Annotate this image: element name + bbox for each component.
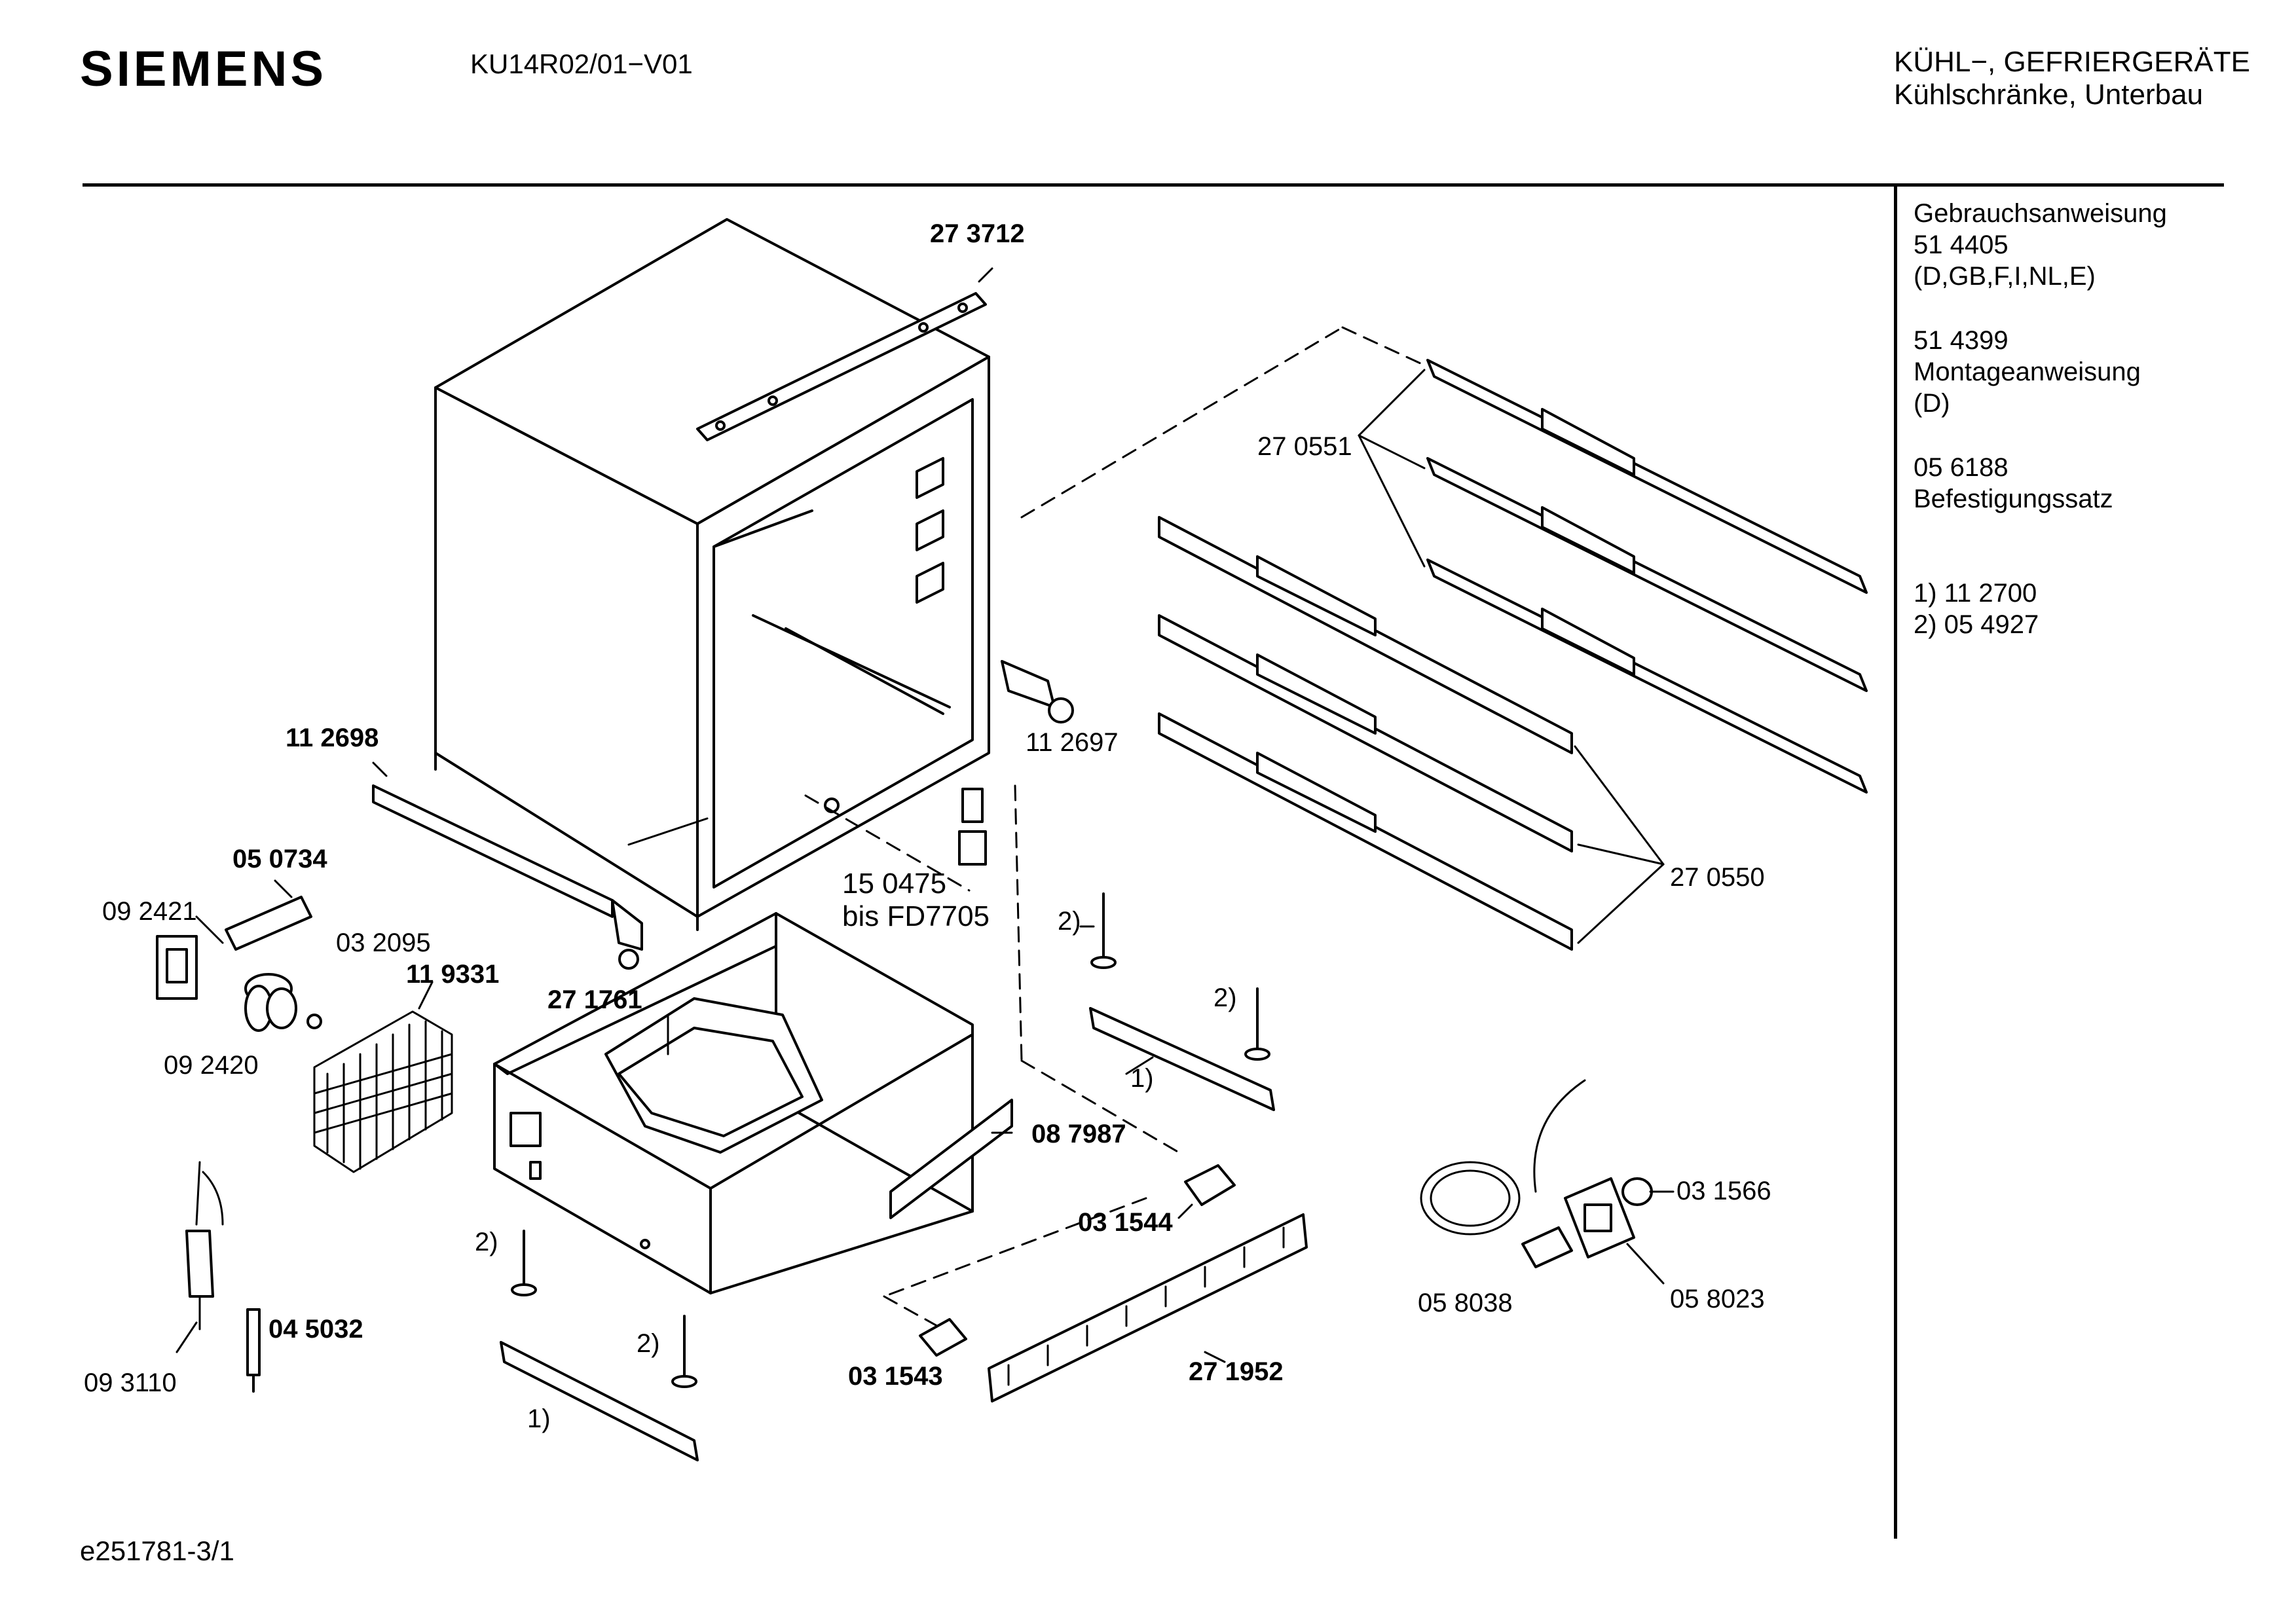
part-label-270551: 27 0551 (1257, 432, 1352, 461)
part-label-112698: 11 2698 (286, 724, 379, 752)
clip-lower (919, 1318, 967, 1357)
ventilation-grille (988, 1213, 1308, 1402)
exploded-parts-drawing (156, 218, 1868, 1461)
thermostat-assembly (1420, 1079, 1675, 1285)
front-panel (889, 1099, 1013, 1219)
part-label-bis-fd7705: bis FD7705 (842, 900, 990, 932)
category-line-2: Kühlschränke, Unterbau (1893, 79, 2204, 111)
drain-plug (958, 788, 987, 866)
foot-brackets (500, 1007, 1275, 1461)
category-block: KÜHL−, GEFRIERGERÄTE Kühlschränke, Unter… (1894, 46, 2250, 111)
lower-slides (1158, 516, 1665, 951)
leveling-screws (511, 892, 1270, 1388)
leader-lines (195, 817, 1154, 1075)
manual-title: Gebrauchsanweisung (1914, 199, 2167, 228)
footnote-marker-2: 2) (1213, 983, 1237, 1012)
part-label-092420: 09 2420 (164, 1051, 259, 1080)
top-hinge-bracket (696, 267, 993, 441)
part-label-092421: 09 2421 (102, 897, 197, 926)
brand-logo: SIEMENS (80, 41, 327, 97)
part-label-271761: 27 1761 (547, 985, 642, 1014)
defrost-heater (176, 1161, 224, 1353)
install-number: 51 4399 (1914, 326, 2009, 355)
upper-slides (1358, 359, 1868, 794)
footnote-marker-2: 2) (637, 1329, 660, 1358)
part-label-031543: 03 1543 (848, 1362, 943, 1391)
part-label-058023: 05 8023 (1670, 1285, 1765, 1313)
thermostat-part (225, 879, 312, 951)
manual-number: 51 4405 (1914, 230, 2009, 259)
model-number: KU14R02/01−V01 (470, 48, 693, 79)
part-label-273712: 27 3712 (930, 219, 1025, 248)
sidebar-divider (1894, 183, 1897, 1539)
side-rail (372, 761, 643, 970)
drawing-id: e251781-3/1 (80, 1535, 234, 1566)
footnote-marker-1: 1) (1130, 1064, 1154, 1093)
part-label-119331: 11 9331 (406, 960, 500, 989)
part-label-031544: 03 1544 (1078, 1208, 1173, 1237)
footnote-2: 2) 05 4927 (1914, 610, 2039, 639)
part-label-150475: 15 0475 (842, 868, 947, 900)
clip-upper (1177, 1164, 1236, 1219)
bottle-tray (604, 997, 823, 1154)
footnote-1: 1) 11 2700 (1914, 579, 2037, 608)
part-label-112697: 11 2697 (1026, 728, 1119, 757)
category-line-1: KÜHL−, GEFRIERGERÄTE (1893, 46, 2250, 78)
footnote-marker-1: 1) (527, 1404, 551, 1433)
manual-languages: (D,GB,F,I,NL,E) (1914, 262, 2096, 291)
install-title: Montageanweisung (1914, 357, 2141, 386)
fan-motor (156, 935, 198, 1000)
cabinet-body (434, 218, 990, 931)
part-label-093110: 09 3110 (84, 1368, 177, 1397)
lower-hinge (1001, 660, 1074, 724)
part-label-050734: 05 0734 (232, 845, 327, 873)
part-label-032095: 03 2095 (336, 928, 431, 957)
part-label-031566: 03 1566 (1676, 1177, 1771, 1205)
condenser-coil (313, 1010, 453, 1173)
header-divider (83, 183, 2224, 187)
drawer-housing (493, 912, 974, 1294)
part-label-087987: 08 7987 (1031, 1120, 1126, 1148)
install-language: (D) (1914, 389, 1950, 418)
part-label-270550: 27 0550 (1670, 863, 1765, 892)
kit-number: 05 6188 (1914, 453, 2009, 482)
part-label-045032: 04 5032 (268, 1315, 363, 1344)
footnote-marker-2: 2) (475, 1228, 498, 1256)
part-label-058038: 05 8038 (1418, 1289, 1513, 1317)
assembly-lines (804, 326, 1429, 1330)
kit-title: Befestigungssatz (1914, 485, 2113, 513)
drain-pin (246, 1308, 261, 1393)
fan-blade (244, 973, 322, 1032)
part-label-271952: 27 1952 (1189, 1357, 1284, 1386)
footnote-marker-2: 2) (1058, 907, 1081, 936)
